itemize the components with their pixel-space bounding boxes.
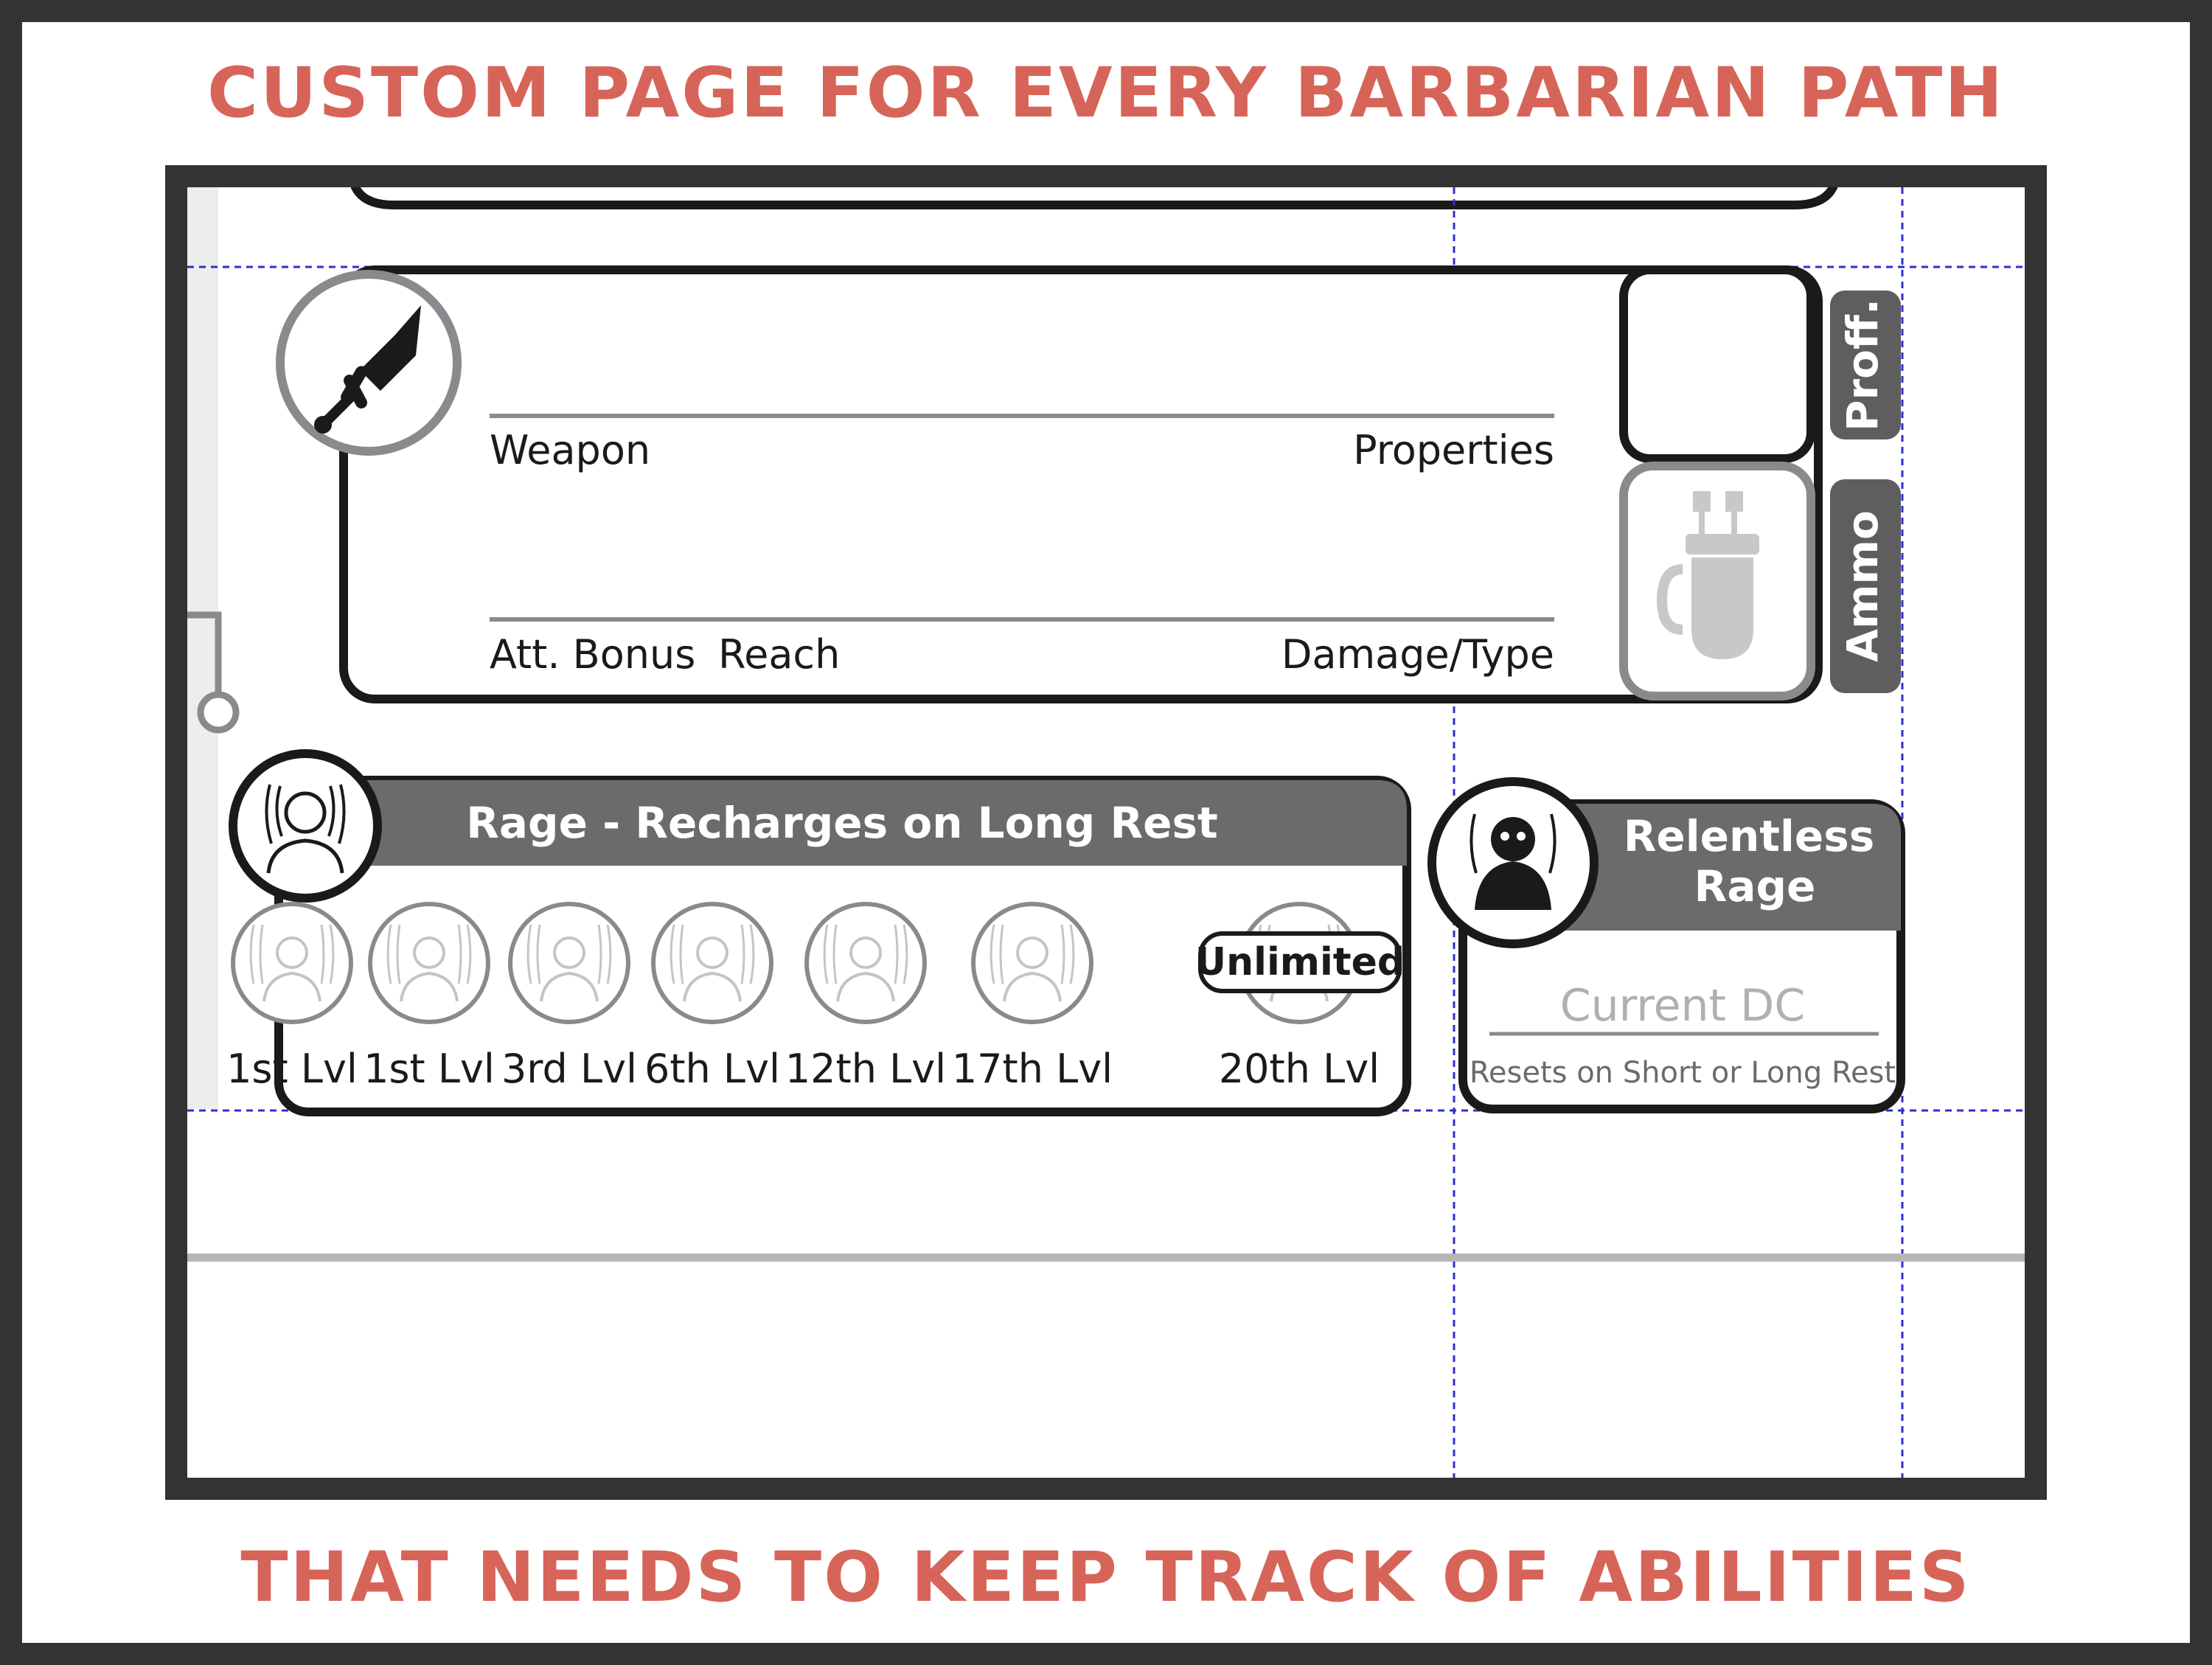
margin-bracket bbox=[187, 611, 222, 696]
rage-face-icon bbox=[229, 749, 382, 903]
ammo-tab bbox=[1830, 479, 1901, 693]
rage-use-circle[interactable] bbox=[651, 902, 773, 1024]
rage-level-label: 1st Lvl bbox=[226, 1046, 358, 1092]
current-dc-label: Current DC bbox=[1560, 980, 1806, 1032]
quiver-icon bbox=[1656, 491, 1759, 659]
reach-label: Reach bbox=[718, 631, 840, 678]
weapon-box: Weapon Properties Att. Bonus Reach Damag… bbox=[276, 265, 1901, 703]
weapon-box-frame bbox=[339, 265, 1823, 703]
rage-use-circle[interactable] bbox=[368, 902, 490, 1024]
relentless-title-line2: Rage bbox=[1694, 861, 1816, 911]
margin-bracket-node bbox=[197, 691, 240, 734]
rage-title: Rage - Recharges on Long Rest bbox=[466, 798, 1217, 848]
proficiency-tab-label: Proff. bbox=[1837, 299, 1888, 431]
rage-level-label: 6th Lvl bbox=[644, 1046, 780, 1092]
relentless-title-line1: Relentless bbox=[1624, 811, 1875, 861]
relentless-rage-box: Relentless Rage Current DC Resets on Sho… bbox=[1427, 777, 1905, 1113]
sword-icon bbox=[276, 270, 462, 456]
properties-label: Properties bbox=[1353, 427, 1554, 473]
left-margin-strip bbox=[187, 187, 218, 1109]
damage-type-label: Damage/Type bbox=[1281, 631, 1554, 678]
rage-level-label: 12th Lvl bbox=[785, 1046, 946, 1092]
unlimited-badge: Unlimited bbox=[1195, 931, 1405, 993]
rage-use-circle[interactable] bbox=[231, 902, 353, 1024]
rage-use-circle[interactable] bbox=[971, 902, 1093, 1024]
proficiency-box[interactable] bbox=[1619, 265, 1815, 463]
headline-bottom: THAT NEEDS TO KEEP TRACK OF ABILITIES bbox=[240, 1537, 1972, 1618]
rage-header-bar bbox=[279, 780, 1407, 866]
dark-figure-icon bbox=[1427, 777, 1599, 948]
sheet-preview: Weapon Properties Att. Bonus Reach Damag… bbox=[187, 187, 2025, 1478]
weapon-label: Weapon bbox=[490, 427, 650, 473]
proficiency-tab bbox=[1830, 291, 1901, 439]
rage-level-label: 1st Lvl bbox=[364, 1046, 495, 1092]
resets-label: Resets on Short or Long Rest bbox=[1470, 1056, 1896, 1090]
previous-box-bottom-edge bbox=[351, 187, 1837, 209]
ammo-tab-label: Ammo bbox=[1837, 510, 1888, 662]
rage-level-label: 17th Lvl bbox=[952, 1046, 1113, 1092]
rage-level-label: 20th Lvl bbox=[1219, 1046, 1380, 1092]
section-divider bbox=[187, 1254, 2025, 1262]
rage-use-circle[interactable] bbox=[804, 902, 927, 1024]
unlimited-label: Unlimited bbox=[1195, 940, 1405, 984]
rage-level-label: 3rd Lvl bbox=[501, 1046, 637, 1092]
att-bonus-label: Att. Bonus bbox=[490, 631, 695, 678]
rage-use-circle[interactable] bbox=[508, 902, 630, 1024]
headline-top: CUSTOM PAGE FOR EVERY BARBARIAN PATH bbox=[206, 53, 2006, 133]
